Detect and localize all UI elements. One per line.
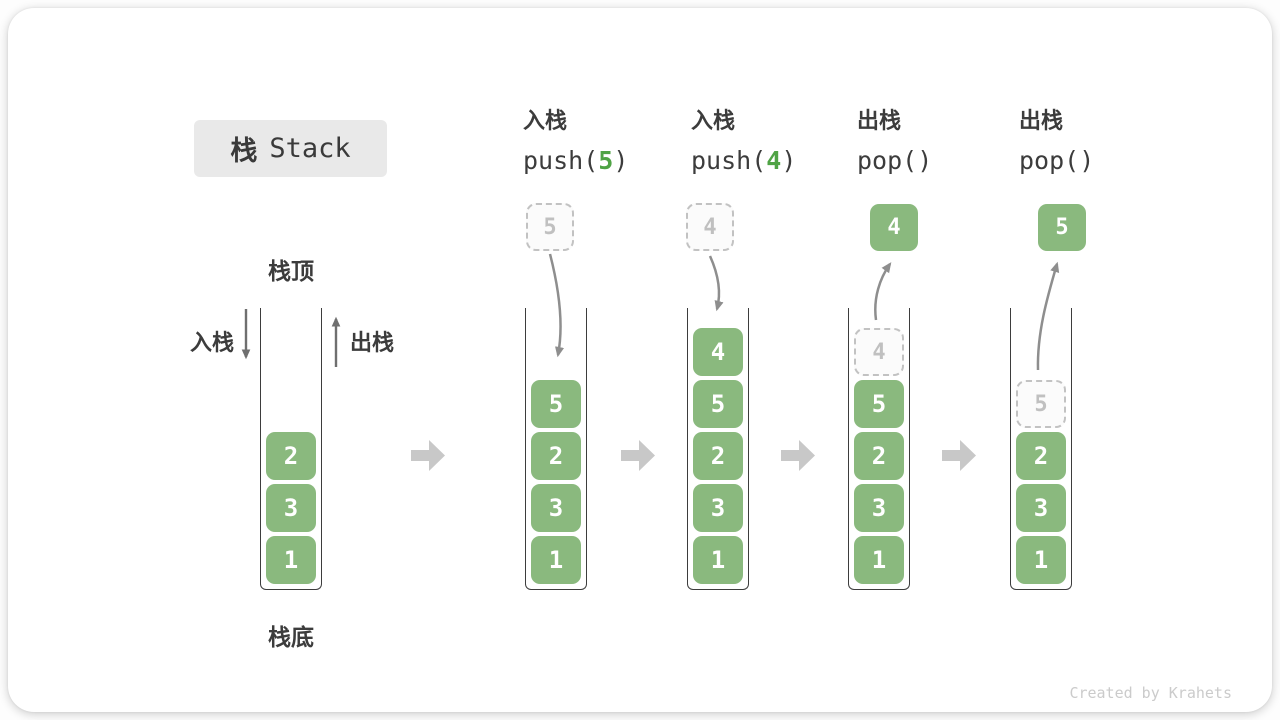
stack-block: 1	[854, 536, 904, 584]
popped-value-box: 5	[1038, 204, 1086, 251]
code-fn: pop(	[1019, 146, 1080, 175]
code-fn: pop(	[857, 146, 918, 175]
op-label: 出栈	[1019, 109, 1064, 134]
code-close: )	[917, 146, 933, 175]
stack-block: 2	[693, 432, 743, 480]
op-code: pop()	[857, 147, 932, 175]
stack-container-initial: 2 3 1	[260, 308, 322, 590]
op-label: 入栈	[691, 109, 736, 134]
ghost-block: 5	[1016, 380, 1066, 428]
stack-block: 1	[1016, 536, 1066, 584]
stack-block: 3	[1016, 484, 1066, 532]
stack-block: 1	[531, 536, 581, 584]
step-arrow-icon	[942, 440, 976, 471]
stack-block: 5	[854, 380, 904, 428]
stack-block: 3	[266, 484, 316, 532]
code-close: )	[1079, 146, 1095, 175]
stack-block: 1	[266, 536, 316, 584]
op-label: 出栈	[857, 109, 902, 134]
title-text-en: Stack	[269, 133, 351, 164]
canvas-card: 栈 Stack 栈顶 栈底 入栈 出栈 入栈 push(5) 入栈 push(4…	[8, 8, 1272, 712]
op-header-pop-2: 出栈 pop()	[1019, 108, 1094, 175]
step-arrow-icon	[621, 440, 655, 471]
title-text-zh: 栈	[230, 136, 258, 167]
push-motion-arrow-icon	[708, 255, 724, 312]
op-header-push-4: 入栈 push(4)	[691, 108, 796, 175]
stack-block: 5	[693, 380, 743, 428]
code-arg: 4	[766, 146, 782, 175]
step-arrow-icon	[411, 440, 445, 471]
stack-block: 4	[693, 328, 743, 376]
stack-block: 3	[854, 484, 904, 532]
stack-container-after-pop-4: 4 5 2 3 1	[848, 308, 910, 590]
label-pop: 出栈	[350, 331, 395, 356]
stack-container-after-pop-5: 5 2 3 1	[1010, 308, 1072, 590]
op-code: push(4)	[691, 147, 796, 175]
op-code: pop()	[1019, 147, 1094, 175]
op-header-pop-1: 出栈 pop()	[857, 108, 932, 175]
stack-block: 5	[531, 380, 581, 428]
op-label: 入栈	[523, 109, 568, 134]
label-push: 入栈	[189, 331, 234, 356]
stack-block: 2	[854, 432, 904, 480]
popped-value-box: 4	[870, 204, 918, 251]
op-code: push(5)	[523, 147, 628, 175]
stack-container-after-push-4: 4 5 2 3 1	[687, 308, 749, 590]
op-header-push-5: 入栈 push(5)	[523, 108, 628, 175]
stack-block: 2	[266, 432, 316, 480]
incoming-value-box: 4	[686, 203, 734, 251]
step-arrow-icon	[781, 440, 815, 471]
title-badge: 栈 Stack	[194, 120, 387, 177]
code-close: )	[781, 146, 797, 175]
stack-block: 2	[531, 432, 581, 480]
stack-block: 3	[531, 484, 581, 532]
label-stack-bottom: 栈底	[268, 625, 314, 651]
code-arg: 5	[598, 146, 614, 175]
ghost-block: 4	[854, 328, 904, 376]
code-fn: push(	[691, 146, 767, 175]
incoming-value-box: 5	[526, 203, 574, 251]
watermark: Created by Krahets	[1069, 684, 1232, 702]
stack-block: 2	[1016, 432, 1066, 480]
stack-container-after-push-5: 5 2 3 1	[525, 308, 587, 590]
label-stack-top: 栈顶	[268, 259, 314, 285]
stack-block: 3	[693, 484, 743, 532]
stack-block: 1	[693, 536, 743, 584]
code-fn: push(	[523, 146, 599, 175]
code-close: )	[613, 146, 629, 175]
